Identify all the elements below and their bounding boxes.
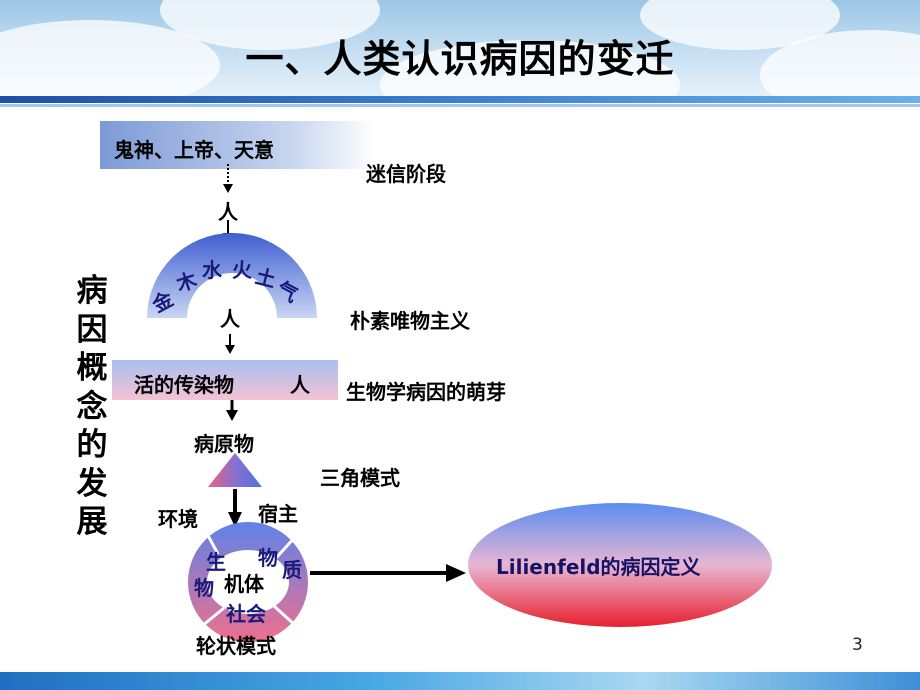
wheel-bio-1: 生	[206, 550, 226, 574]
lilienfeld-label: Lilienfeld的病因定义	[496, 555, 701, 579]
person-label-1: 人	[218, 200, 238, 224]
contagion-box	[112, 360, 338, 400]
sky-banner	[0, 0, 920, 100]
page-number: 3	[852, 635, 863, 655]
person-label-2: 人	[220, 307, 240, 331]
element-water: 水	[202, 258, 222, 282]
environment-label: 环境	[158, 507, 198, 531]
slide-title: 一、人类认识病因的变迁	[245, 37, 675, 81]
contagion-label: 活的传染物	[134, 373, 234, 397]
side-vertical-title: 病因概念的发展	[76, 273, 108, 540]
footer-band	[0, 672, 920, 690]
supernatural-label: 鬼神、上帝、天意	[114, 138, 274, 162]
wheel-phys-1: 物	[258, 546, 278, 570]
host-label: 宿主	[258, 502, 298, 526]
five-elements-arc	[147, 233, 317, 318]
lilienfeld-ellipse	[468, 503, 772, 627]
element-fire: 火	[232, 258, 252, 282]
wheel-phys-2: 质	[282, 558, 302, 582]
triangle-model-shape	[208, 453, 262, 487]
superstition-stage-label: 迷信阶段	[366, 162, 446, 186]
wheel-bio-2: 物	[194, 576, 214, 600]
header-band-thin	[0, 104, 920, 107]
wheel-organism: 机体	[224, 572, 264, 596]
pathogen-label: 病原物	[194, 432, 254, 456]
wheel-society: 社会	[226, 602, 266, 626]
contagion-person-label: 人	[290, 373, 310, 397]
biological-sprout-label: 生物学病因的萌芽	[346, 380, 506, 404]
header-band	[0, 96, 920, 103]
triangle-model-label: 三角模式	[320, 466, 400, 490]
naive-materialism-label: 朴素唯物主义	[350, 309, 470, 333]
wheel-model-label: 轮状模式	[196, 634, 276, 658]
supernatural-box	[100, 121, 375, 169]
